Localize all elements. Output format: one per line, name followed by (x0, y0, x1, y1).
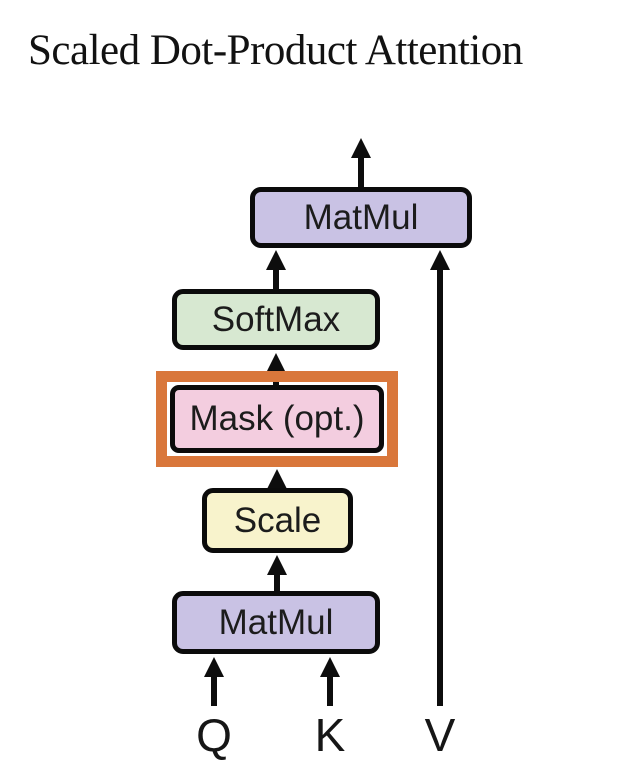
node-label: MatMul (303, 197, 419, 237)
arrowhead-icon (266, 250, 286, 270)
input-label-q: Q (196, 709, 232, 761)
arrow-matmul-to-scale (267, 555, 287, 591)
arrow-input-k (320, 657, 340, 706)
arrow-scale-to-mask (267, 469, 287, 489)
node-label: SoftMax (211, 299, 341, 339)
arrow-softmax-to-matmul (266, 250, 286, 289)
arrowhead-icon (320, 657, 340, 677)
node-matmul-output: MatMul (250, 187, 472, 248)
node-label: Scale (233, 500, 322, 540)
node-scale: Scale (202, 488, 353, 553)
arrowhead-icon (266, 353, 286, 373)
input-label-k: K (314, 709, 346, 761)
node-matmul-qk: MatMul (172, 591, 380, 654)
mask-highlight-box (156, 371, 398, 467)
arrowhead-icon (351, 138, 371, 158)
node-label: Mask (opt.) (189, 399, 365, 438)
arrow-input-v (430, 250, 450, 706)
node-label: MatMul (218, 602, 334, 642)
figure-title: Scaled Dot-Product Attention (28, 27, 523, 74)
arrowhead-icon (430, 250, 450, 270)
arrowhead-icon (267, 555, 287, 575)
arrow-input-q (204, 657, 224, 706)
arrowhead-icon (267, 469, 287, 489)
arrow-output (351, 138, 371, 187)
node-mask-optional: Mask (opt.) (170, 385, 384, 453)
node-softmax: SoftMax (172, 289, 380, 350)
arrowhead-icon (204, 657, 224, 677)
input-label-v: V (424, 709, 456, 761)
